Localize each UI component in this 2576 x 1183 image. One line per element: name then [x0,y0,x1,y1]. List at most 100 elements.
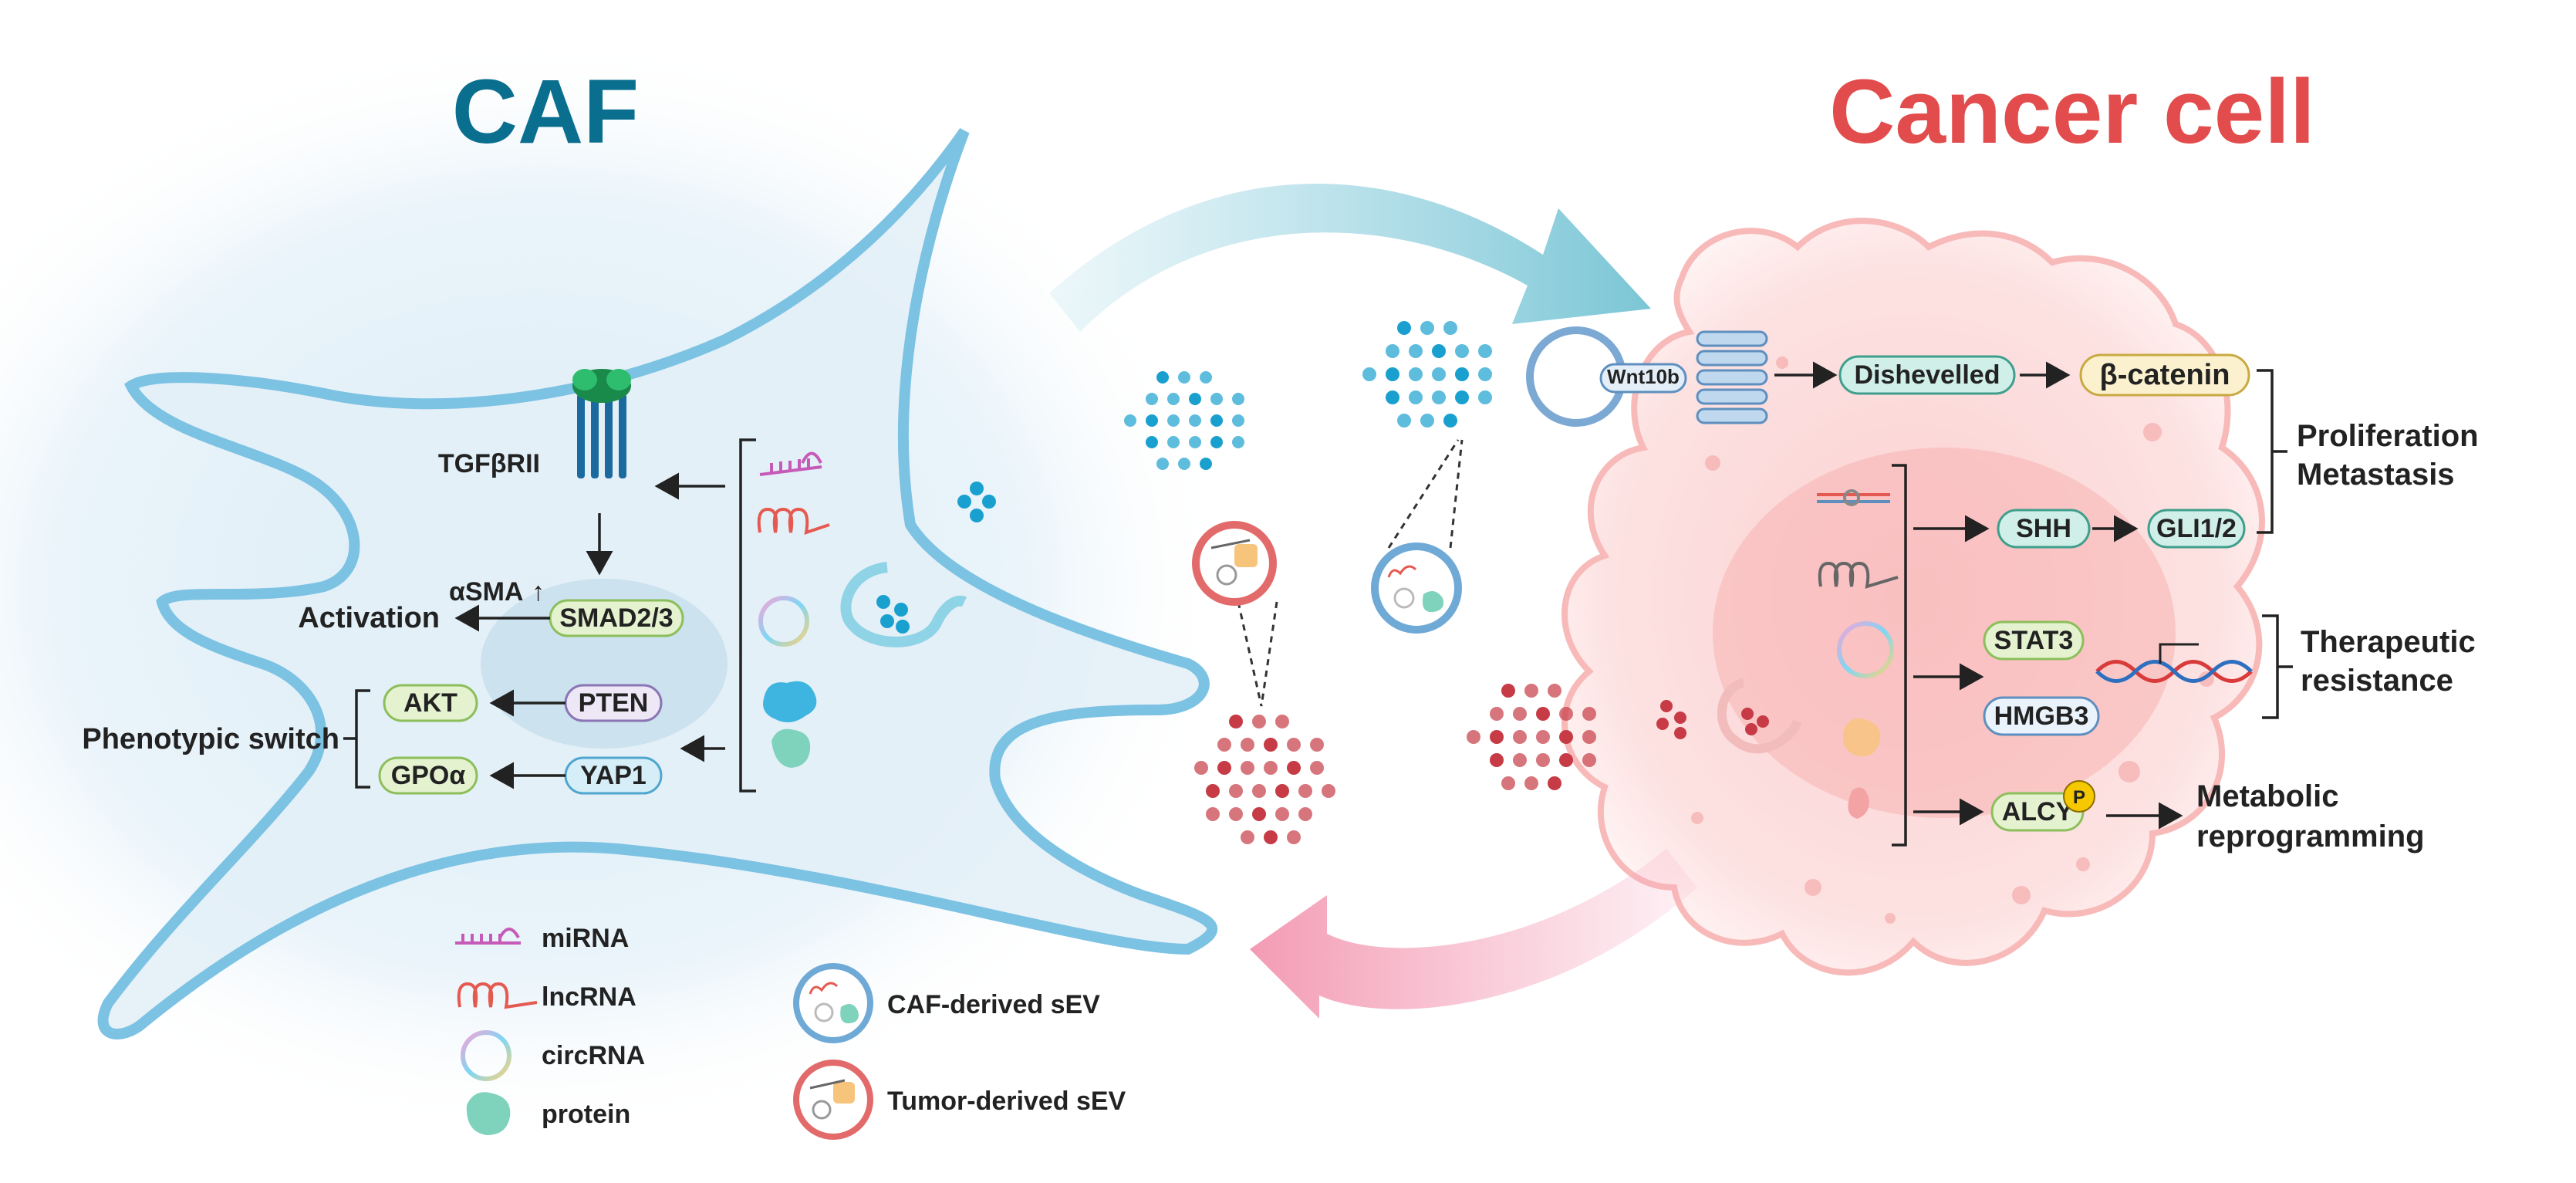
resistance-label: resistance [2301,664,2453,698]
red-sev-cluster-left [1194,715,1335,844]
legend-caf-sev-icon [793,963,873,1043]
stat3-node: STAT3 [1983,620,2085,661]
sev-dot [1386,367,1399,381]
sev-dot [1501,776,1515,790]
sev-dot [1206,807,1220,821]
alcy-node: ALCY P [1990,780,2095,832]
sev-dot [1241,738,1254,752]
sev-dot [1432,390,1446,404]
sev-dot [1478,344,1492,358]
sev-dot [1524,776,1538,790]
proliferation-bracket [2257,369,2287,534]
activation-label: Activation [298,602,440,634]
sev-dot [1275,715,1289,728]
cargo-mirna-icon [759,451,822,476]
dna-icon [2095,643,2253,683]
sev-dot [1310,738,1324,752]
blue-sev-cluster-left [1124,371,1244,470]
sev-dot [1232,436,1244,448]
legend-tumor-sev-icon [793,1060,873,1140]
cancer-cargo-lncrna-icon [1817,489,1890,506]
svg-text:Wnt10b: Wnt10b [1607,365,1680,388]
sev-dot [1264,738,1278,752]
sev-dot [1210,414,1223,427]
yap1-node: YAP1 [564,756,663,795]
legend-mirna-icon [455,928,521,945]
sev-dot [1146,436,1158,448]
sev-dot [1287,738,1301,752]
sev-dot [1548,776,1561,790]
reprogramming-label: reprogramming [2196,820,2425,853]
sev-dot [1524,684,1538,698]
sev-dot [1189,393,1201,405]
sev-dot [1582,730,1596,744]
sev-dot [1409,390,1423,404]
cancer-cargo-protein-2-icon [1848,787,1869,819]
sev-dot [1513,707,1527,721]
small-red-cluster [1656,700,1686,739]
svg-text:SHH: SHH [2016,514,2071,543]
sev-dot [1275,784,1289,798]
sev-dot [1194,761,1208,775]
sev-dot [1310,761,1324,775]
sev-dot [1264,761,1278,775]
sev-dot [1167,393,1180,405]
sev-dot [1490,730,1504,744]
sev-dot [1241,830,1254,844]
sev-dot [1397,321,1411,335]
caf-cargo-bracket [739,438,756,793]
tgfbrii-label: TGFβRII [438,449,540,478]
alpha-sma-label: αSMA [449,577,523,607]
sev-dot [1217,738,1231,752]
sev-dot [1582,707,1596,721]
gpo-node: GPOα [378,756,478,795]
cancer-cell-title: Cancer cell [1829,61,2315,163]
sev-dot [1146,414,1158,427]
cancer-cargo-protein-icon [1842,718,1881,757]
sev-dot [1287,761,1301,775]
sev-dot [1298,784,1312,798]
sev-dot [1409,367,1423,381]
gli-node: GLI1/2 [2147,509,2246,549]
sev-dot [1298,807,1312,821]
legend-circrna-icon [461,1030,511,1081]
caf-cell-membrane [97,127,1218,1039]
sev-dot [1386,390,1399,404]
sev-dot [1189,414,1201,427]
svg-text:YAP1: YAP1 [580,761,647,790]
svg-text:β-catenin: β-catenin [2100,359,2230,391]
legend-lncrna-label: lncRNA [542,982,636,1012]
sev-dot [1167,414,1180,427]
sev-dot [1397,414,1411,428]
sev-dot [1167,436,1180,448]
sev-dot [1420,414,1434,428]
caf-title: CAF [452,61,640,163]
cargo-circrna-icon [758,596,809,647]
dishevelled-node: Dishevelled [1838,355,2016,395]
legend-protein-label: protein [542,1100,630,1129]
cancer-nucleus [1713,448,2176,818]
sev-dot [1559,707,1573,721]
sev-dot [1559,753,1573,767]
sev-dot [1559,730,1573,744]
sev-dot [1478,390,1492,404]
sev-dot [1443,321,1457,335]
sev-dot [1252,807,1266,821]
sev-dot [1178,371,1190,384]
sev-dot [1210,436,1223,448]
metabolic-label: Metabolic [2196,779,2338,813]
sev-dot [1443,414,1457,428]
sev-dot [1252,715,1266,728]
sev-dot [1156,371,1169,384]
sev-dot [1252,784,1266,798]
shh-node: SHH [1997,509,2091,549]
svg-text:GPOα: GPOα [391,761,466,790]
wnt10b-label: Wnt10b [1599,363,1687,394]
svg-text:HMGB3: HMGB3 [1994,701,2089,731]
phenotypic-switch-label: Phenotypic switch [82,723,339,755]
sev-dot [1455,344,1469,358]
legend-tumor-sev-label: Tumor-derived sEV [887,1087,1126,1116]
sev-dot [1275,807,1289,821]
legend-lncrna-icon [457,982,538,1009]
sev-dot [1536,730,1550,744]
